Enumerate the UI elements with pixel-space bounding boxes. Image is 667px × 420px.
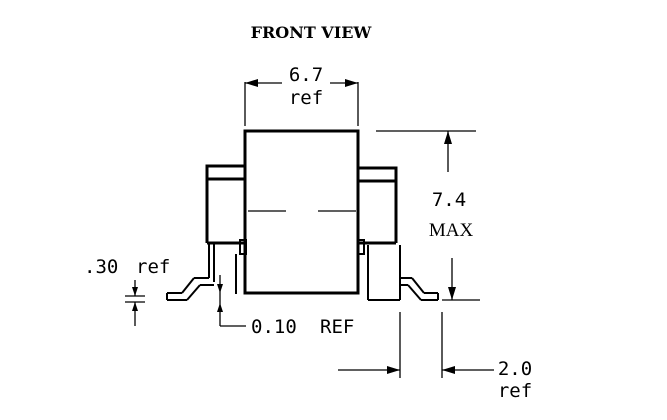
lead-thickness-note: ref [136,256,170,278]
arrow-right-icon [345,79,358,87]
height-dimension: 7.4 MAX [376,130,480,301]
component-body [243,129,360,295]
arrow-up-icon [132,302,138,311]
arrow-up-icon [217,303,223,312]
arrow-left-icon [442,366,455,374]
arrow-up-icon [444,131,452,144]
body-width-value: 6.7 [289,64,323,86]
arrow-right-icon [387,366,400,374]
drawing-title: FRONT VIEW [251,23,373,42]
arrow-down-icon [217,284,223,293]
lead-thickness-value: .30 [84,256,118,278]
arrow-down-icon [448,287,456,300]
height-value: 7.4 [432,189,466,211]
body-width-note: ref [289,87,323,109]
height-note: MAX [429,220,474,241]
left-terminal [166,164,247,301]
standoff-dimension: 0.10 REF [217,275,354,338]
standoff-value: 0.10 [251,316,297,338]
body-width-dimension: 6.7 ref [244,64,359,126]
arrow-left-icon [245,79,258,87]
right-terminal [356,166,439,301]
lead-thickness-dimension: .30 ref [84,256,170,326]
lead-extension-value: 2.0 [498,358,532,380]
lead-extension-dimension: 2.0 ref [338,312,532,402]
arrow-down-icon [132,287,138,296]
lead-extension-note: ref [498,380,532,402]
standoff-note: REF [320,316,354,338]
